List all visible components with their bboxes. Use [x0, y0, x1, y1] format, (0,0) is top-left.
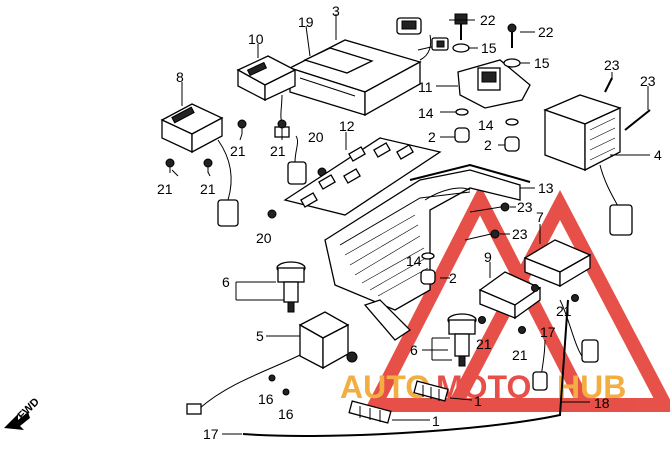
- label-22b: 22: [538, 24, 554, 40]
- label-9: 9: [484, 249, 492, 265]
- part-9-module: [478, 271, 542, 320]
- label-17a: 17: [540, 324, 556, 340]
- part-10-regulator: [236, 55, 297, 138]
- label-17b: 17: [203, 426, 219, 442]
- label-14c: 14: [406, 253, 422, 269]
- part-6-relay-lower: [447, 313, 477, 367]
- label-23c: 23: [517, 199, 533, 215]
- label-21b: 21: [200, 181, 216, 197]
- relay-connector: [287, 135, 307, 185]
- wiring-harness: [186, 299, 599, 437]
- label-8: 8: [176, 69, 184, 85]
- label-7: 7: [536, 209, 544, 225]
- label-2b: 2: [484, 137, 492, 153]
- label-6a: 6: [222, 274, 230, 290]
- label-16b: 16: [278, 406, 294, 422]
- watermark-moto: MOTO: [436, 369, 531, 405]
- part-6-relay-upper: [276, 261, 306, 313]
- label-21e: 21: [476, 336, 492, 352]
- label-23b: 23: [640, 73, 656, 89]
- label-15a: 15: [481, 40, 497, 56]
- part-7-module: [523, 239, 592, 288]
- part-8-ignition-unit: [160, 103, 239, 227]
- part-1-connectors: [348, 380, 449, 424]
- label-2c: 2: [449, 270, 457, 286]
- label-14a: 14: [418, 105, 434, 121]
- label-12: 12: [339, 118, 355, 134]
- label-19: 19: [298, 14, 314, 30]
- label-20a: 20: [308, 129, 324, 145]
- label-14b: 14: [478, 117, 494, 133]
- label-1b: 1: [432, 413, 440, 429]
- part-4-rectifier: [543, 77, 651, 236]
- label-23d: 23: [512, 226, 528, 242]
- label-21f: 21: [512, 347, 528, 363]
- watermark-hub: HUB: [557, 369, 626, 405]
- label-13: 13: [538, 180, 554, 196]
- bolts-23-frame: [464, 202, 510, 241]
- part-3-control-unit: [288, 39, 422, 117]
- label-5: 5: [256, 328, 264, 344]
- part-5-box: [298, 311, 358, 370]
- bolts-21-lower: [478, 284, 579, 334]
- connector-top: [396, 17, 449, 61]
- callout-labels: 3 19 10 8 11 22 22 15 15 14 14 2 2 12 20…: [157, 3, 662, 442]
- label-15b: 15: [534, 55, 550, 71]
- label-21c: 21: [230, 143, 246, 159]
- label-1a: 1: [474, 393, 482, 409]
- label-10: 10: [248, 31, 264, 47]
- label-21g: 21: [556, 303, 572, 319]
- part-12-bracket: [283, 137, 442, 216]
- label-22a: 22: [480, 12, 496, 28]
- label-16a: 16: [258, 391, 274, 407]
- grommets-2-washers-14: [420, 108, 520, 285]
- label-18: 18: [594, 395, 610, 411]
- label-20b: 20: [256, 230, 272, 246]
- main-frame-tray: [324, 163, 531, 341]
- bolts-21-left: [165, 119, 287, 173]
- part-11-holder: [457, 59, 531, 109]
- label-21d: 21: [270, 143, 286, 159]
- fwd-arrow-icon: FWD: [4, 396, 42, 430]
- screws-16: [268, 374, 290, 396]
- leader-lines: [171, 14, 650, 435]
- label-2a: 2: [428, 129, 436, 145]
- label-6b: 6: [410, 342, 418, 358]
- label-23a: 23: [604, 57, 620, 73]
- label-3: 3: [332, 3, 340, 19]
- label-11: 11: [418, 79, 433, 95]
- label-4: 4: [654, 147, 662, 163]
- label-21a: 21: [157, 181, 173, 197]
